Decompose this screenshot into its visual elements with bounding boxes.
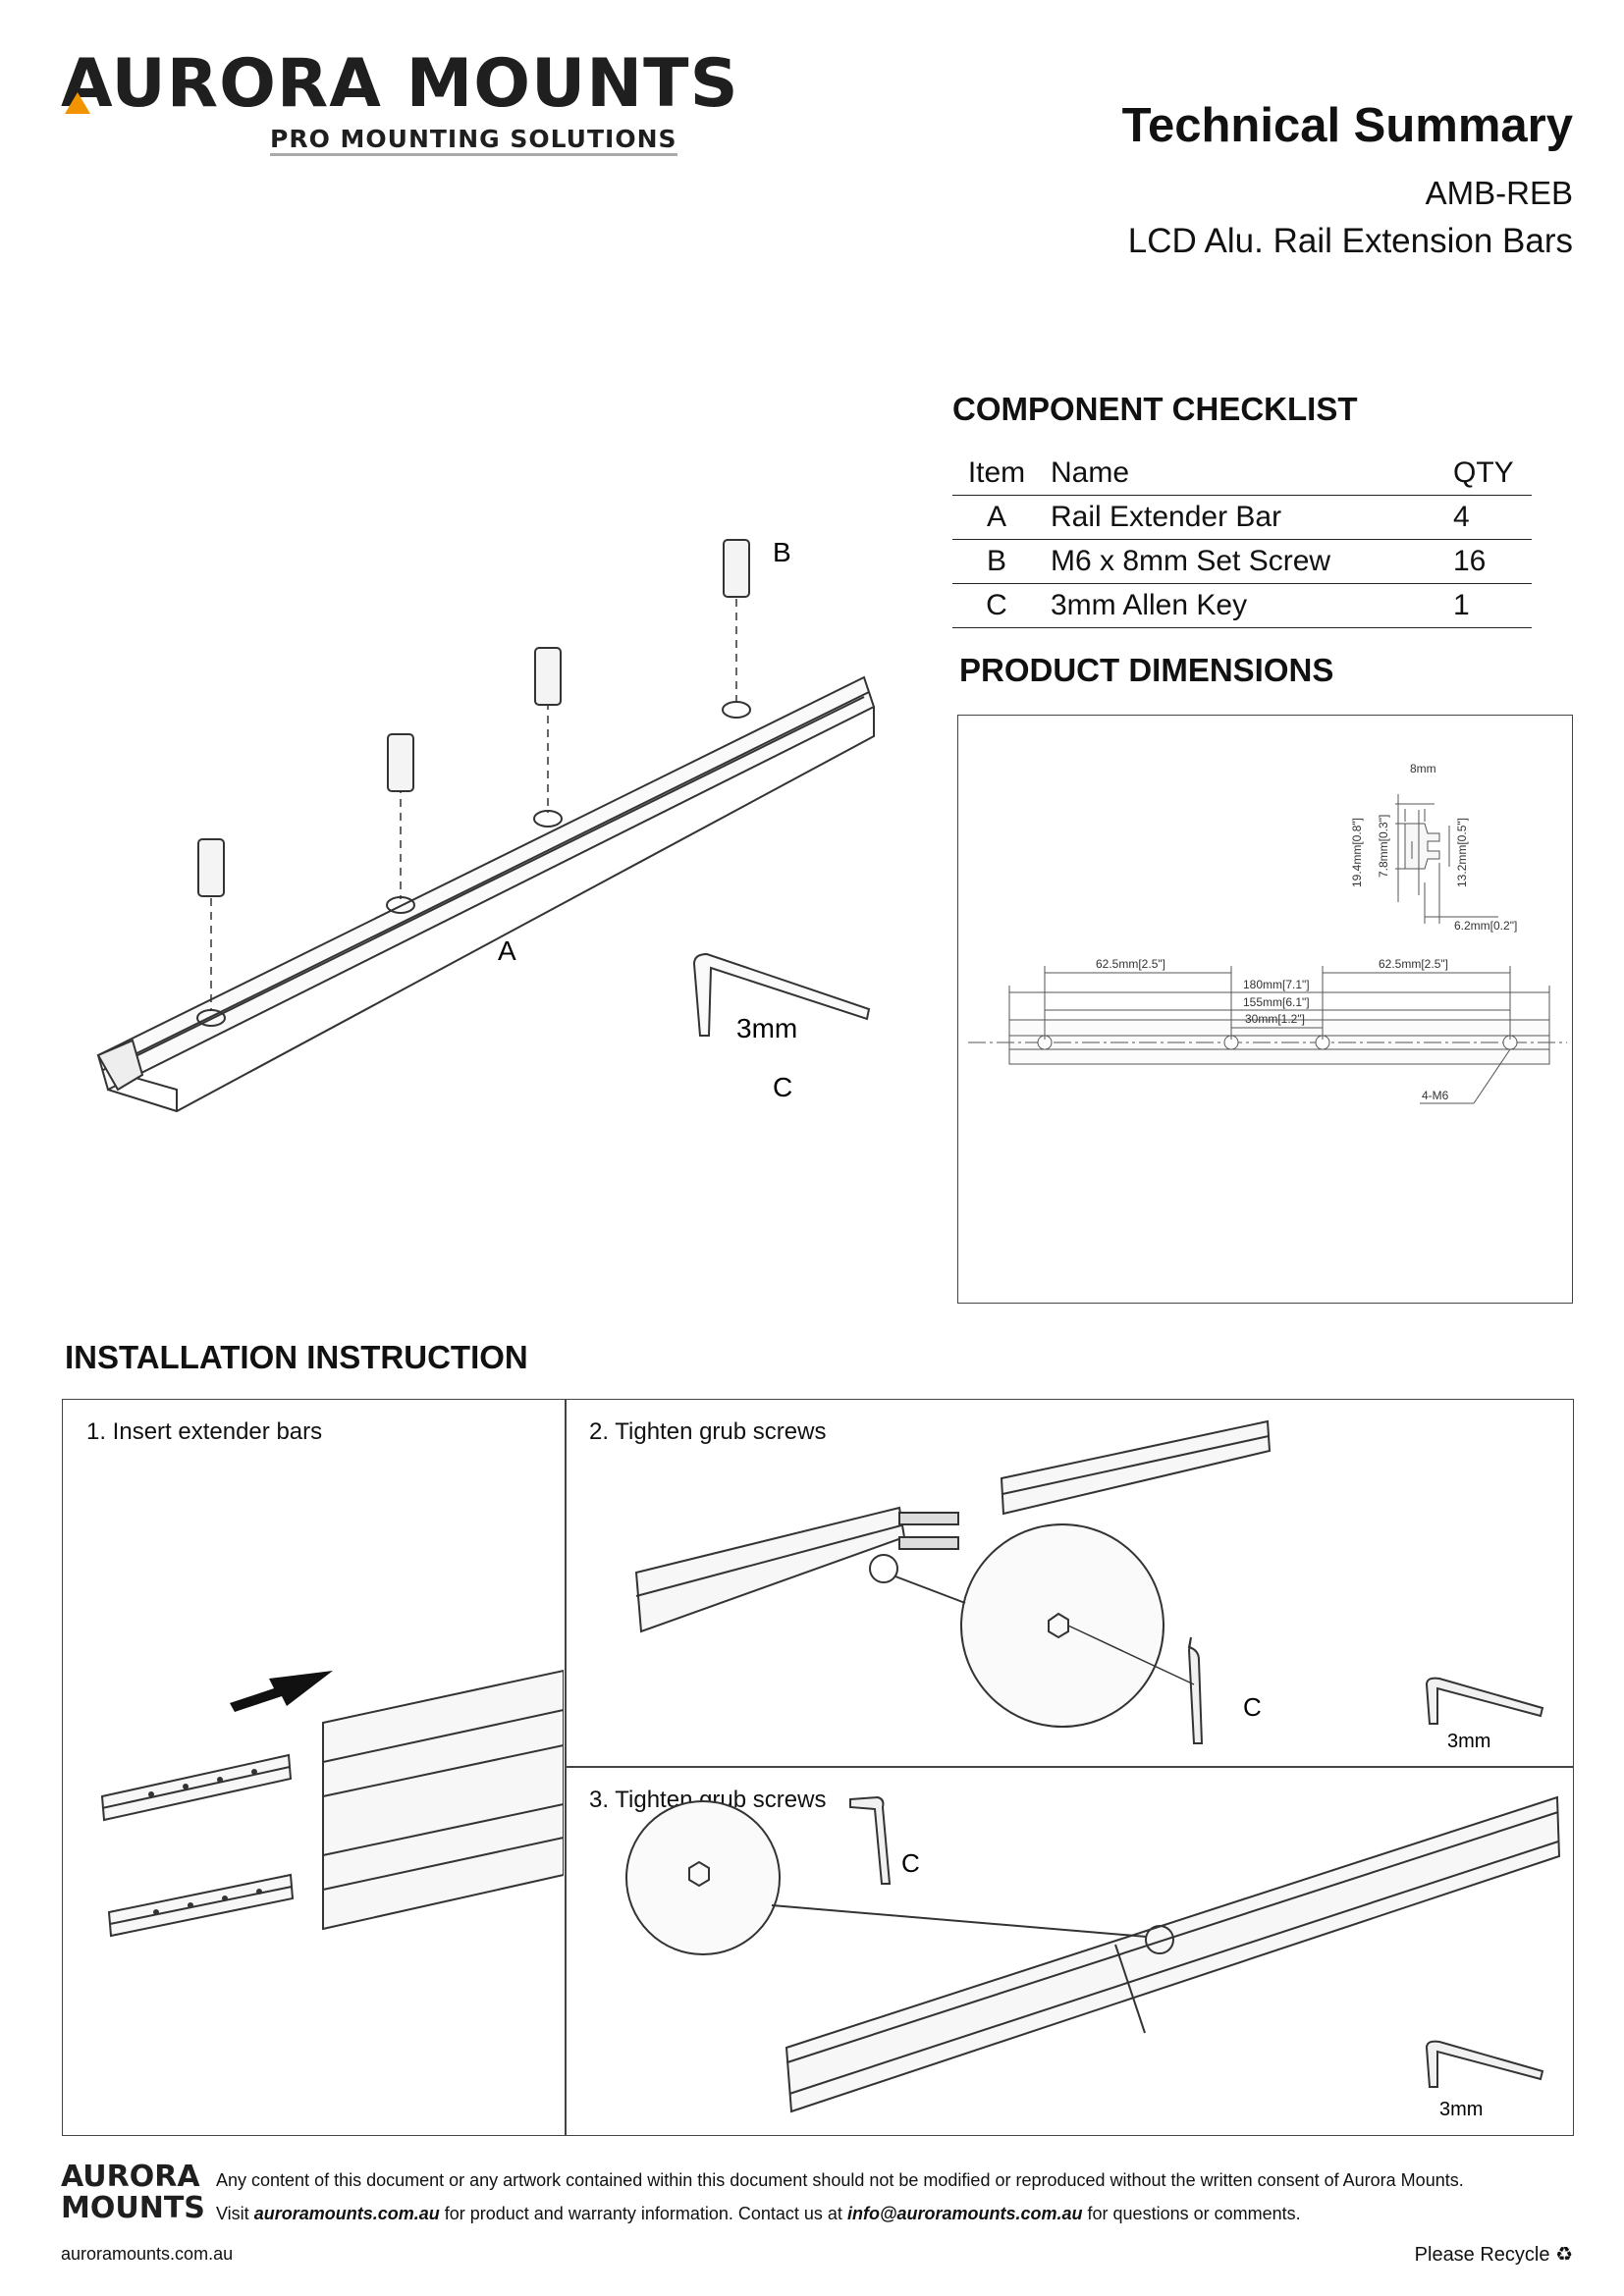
screw-hole — [533, 810, 563, 828]
footer-url[interactable]: auroramounts.com.au — [61, 2244, 234, 2264]
checklist-heading: COMPONENT CHECKLIST — [952, 391, 1358, 427]
set-screw — [723, 539, 750, 598]
cell-qty: 4 — [1453, 501, 1470, 533]
table-header-row: Item Name QTY — [952, 452, 1532, 496]
screw-hole — [722, 701, 751, 719]
dim-hole-span: 155mm[6.1"] — [1243, 995, 1310, 1009]
column-header: QTY — [1453, 456, 1514, 489]
spare-allen-key — [1425, 2040, 1544, 2088]
set-screw — [197, 838, 225, 897]
product-name: LCD Alu. Rail Extension Bars — [1127, 222, 1573, 260]
dimension-drawing: 8mm 19.4mm[0.8"] 7.8mm[0.3"] 13.2mm[0.5"… — [968, 762, 1567, 1104]
spare-allen-key — [1425, 1677, 1544, 1725]
magnify-target — [869, 1554, 898, 1583]
label-b: B — [773, 537, 791, 567]
installation-divider-horizontal — [565, 1766, 1574, 1768]
product-code: AMB-REB — [1425, 175, 1573, 211]
cell-qty: 16 — [1453, 545, 1487, 577]
footer-logo-line-2: MOUNTS — [61, 2190, 205, 2225]
installation-divider-vertical — [565, 1399, 567, 2136]
dim-width-top: 8mm — [1410, 762, 1436, 775]
footer-disclaimer: Any content of this document or any artw… — [216, 2170, 1464, 2190]
cell-item: A — [986, 501, 1006, 533]
label-c: C — [773, 1072, 792, 1102]
cell-name: Rail Extender Bar — [1051, 501, 1282, 533]
brand-logo: AURORA MOUNTS — [61, 45, 739, 123]
dim-hole-note: 4-M6 — [1422, 1089, 1449, 1102]
label-c: C — [1243, 1692, 1262, 1722]
recycle-text: Please Recycle — [1414, 2244, 1550, 2266]
magnify-target — [1145, 1925, 1174, 1954]
footer-notice: Any content of this document or any artw… — [216, 2163, 1464, 2230]
dim-right-offset: 62.5mm[2.5"] — [1379, 957, 1448, 971]
step-1-diagram — [100, 1669, 564, 1938]
step-1-label: 1. Insert extender bars — [86, 1418, 323, 1445]
component-checklist-table: Item Name QTY A Rail Extender Bar 4 B M6… — [952, 452, 1532, 628]
footer-email-link[interactable]: info@auroramounts.com.au — [846, 2204, 1083, 2223]
main-rail — [322, 1669, 564, 1931]
set-screw — [534, 647, 562, 706]
rail-profile — [1404, 823, 1440, 870]
allen-key — [849, 1795, 892, 1885]
rail-section — [634, 1506, 906, 1633]
cell-item: C — [986, 589, 1007, 621]
rail-section — [1000, 1419, 1272, 1516]
step-2-label: 2. Tighten grub screws — [589, 1418, 827, 1445]
dim-height-total: 19.4mm[0.8"] — [1350, 818, 1364, 887]
dimensions-heading: PRODUCT DIMENSIONS — [959, 652, 1334, 688]
recycle-icon: ♻ — [1555, 2244, 1573, 2266]
footer-website-link[interactable]: auroramounts.com.au — [253, 2204, 440, 2223]
footer-visit-prefix: Visit — [216, 2204, 254, 2223]
installation-box — [62, 1399, 1574, 2136]
table-row: B M6 x 8mm Set Screw 16 — [952, 540, 1532, 584]
step-3-diagram: C 3mm — [625, 1795, 1561, 2120]
cell-name: M6 x 8mm Set Screw — [1051, 545, 1331, 577]
installation-heading: INSTALLATION INSTRUCTION — [65, 1339, 528, 1375]
logo-accent-triangle — [65, 92, 90, 114]
table-row: A Rail Extender Bar 4 — [952, 496, 1532, 540]
footer-logo: AURORA MOUNTS — [61, 2162, 205, 2223]
joined-rail — [785, 1795, 1561, 2113]
footer-visit-middle: for product and warranty information. Co… — [439, 2204, 847, 2223]
footer-recycle: Please Recycle ♻ — [1415, 2242, 1573, 2267]
label-a: A — [498, 935, 516, 966]
set-screw — [387, 733, 414, 792]
cell-name: 3mm Allen Key — [1051, 589, 1248, 621]
footer-visit-suffix: for questions or comments. — [1082, 2204, 1301, 2223]
dimensions-box: 8mm 19.4mm[0.8"] 7.8mm[0.3"] 13.2mm[0.5"… — [957, 715, 1573, 1304]
dim-center-span: 30mm[1.2"] — [1245, 1012, 1305, 1026]
exploded-view-diagram: A B 3mm C — [96, 537, 876, 1113]
column-header: Item — [967, 456, 1026, 489]
dim-overall-length: 180mm[7.1"] — [1243, 978, 1310, 991]
footer-logo-line-1: AURORA — [61, 2160, 200, 2194]
document-title: Technical Summary — [1121, 99, 1573, 152]
allen-key — [692, 952, 871, 1037]
cell-qty: 1 — [1453, 589, 1470, 621]
dim-height-right: 13.2mm[0.5"] — [1455, 818, 1469, 887]
step-2-diagram: C 3mm — [634, 1419, 1544, 1752]
brand-tagline: PRO MOUNTING SOLUTIONS — [270, 126, 677, 156]
footer-contact-line: Visit auroramounts.com.au for product an… — [216, 2197, 1464, 2230]
magnify-inset — [960, 1523, 1164, 1728]
label-key-size: 3mm — [1447, 1731, 1490, 1752]
allen-key — [1187, 1636, 1204, 1744]
table-row: C 3mm Allen Key 1 — [952, 584, 1532, 628]
magnify-inset — [625, 1800, 781, 1955]
dim-left-offset: 62.5mm[2.5"] — [1096, 957, 1165, 971]
column-header: Name — [1051, 456, 1130, 489]
label-c: C — [901, 1848, 920, 1878]
dim-depth: 6.2mm[0.2"] — [1454, 919, 1517, 933]
label-key-size: 3mm — [1439, 2099, 1483, 2120]
dim-height-slot: 7.8mm[0.3"] — [1377, 815, 1390, 878]
label-key-size: 3mm — [736, 1013, 797, 1043]
insert-direction-arrow — [230, 1671, 333, 1712]
cell-item: B — [986, 545, 1006, 577]
